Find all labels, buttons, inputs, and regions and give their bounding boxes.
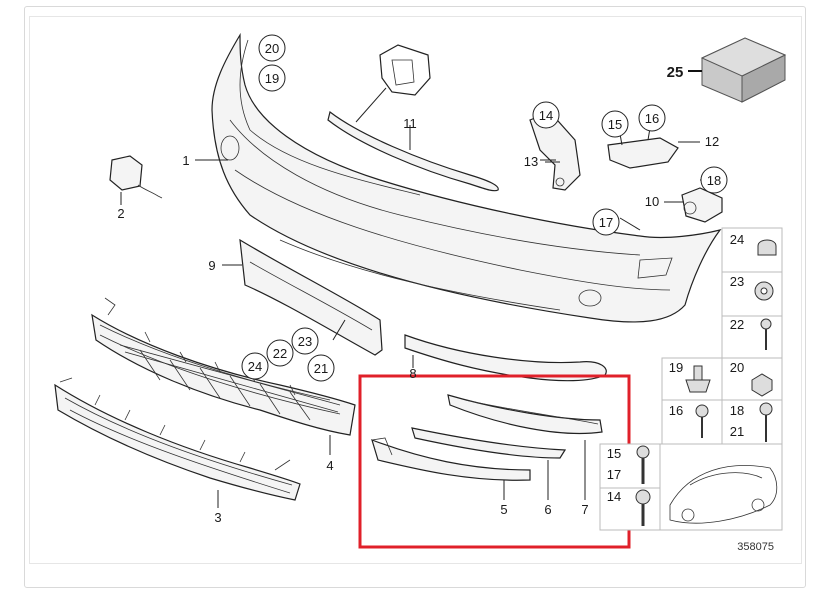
callout-12: 12 (705, 134, 719, 149)
svg-text:19: 19 (265, 71, 279, 86)
tow-hook-cover (109, 155, 163, 205)
grid-label-23: 23 (730, 274, 744, 289)
center-grille (91, 297, 356, 455)
callout-10: 10 (645, 194, 659, 209)
callout-18: 18 (700, 166, 728, 194)
svg-text:14: 14 (539, 108, 553, 123)
callout-24: 24 (241, 352, 269, 380)
callout-5: 5 (500, 502, 507, 517)
svg-text:22: 22 (273, 346, 287, 361)
callout-23: 23 (291, 327, 319, 355)
lower-trim-strip-8 (404, 334, 607, 382)
svg-text:20: 20 (265, 41, 279, 56)
grid-label-15: 15 (607, 446, 621, 461)
grid-label-16: 16 (669, 403, 683, 418)
svg-text:21: 21 (314, 361, 328, 376)
callout-1: 1 (182, 153, 189, 168)
license-plate-base (222, 238, 383, 356)
callout-2: 2 (117, 206, 124, 221)
sensor-10 (664, 187, 723, 223)
callout-6: 6 (544, 502, 551, 517)
callout-20: 20 (258, 34, 286, 62)
highlighted-strips (371, 394, 603, 481)
grid-label-19: 19 (669, 360, 683, 375)
grid-label-22: 22 (730, 317, 744, 332)
callout-11: 11 (403, 116, 417, 131)
svg-text:15: 15 (608, 117, 622, 132)
callout-25: 25 (667, 64, 684, 81)
fastener-grid (599, 227, 783, 531)
svg-text:24: 24 (248, 359, 262, 374)
callout-9: 9 (208, 258, 215, 273)
bracket-12 (607, 127, 700, 169)
upper-trim-strip (327, 44, 499, 192)
callout-17: 17 (592, 208, 620, 236)
svg-text:23: 23 (298, 334, 312, 349)
callout-7: 7 (581, 502, 588, 517)
svg-text:17: 17 (599, 215, 613, 230)
callout-15: 15 (601, 110, 629, 138)
callout-3: 3 (214, 510, 221, 525)
callout-21: 21 (307, 354, 335, 382)
callout-14: 14 (532, 101, 560, 129)
diagram-panel (29, 16, 802, 564)
callout-19: 19 (258, 64, 286, 92)
grid-label-20: 20 (730, 360, 744, 375)
callout-16: 16 (638, 104, 666, 132)
callout-4: 4 (326, 458, 333, 473)
callout-22: 22 (266, 339, 294, 367)
bumper-cover (211, 32, 722, 323)
svg-text:16: 16 (645, 111, 659, 126)
diagram-reference-number: 358075 (737, 541, 774, 553)
grid-label-14: 14 (607, 489, 621, 504)
grid-label-18: 18 (730, 403, 744, 418)
callout-13: 13 (524, 154, 538, 169)
leader-lines (195, 159, 720, 500)
grid-label-21: 21 (730, 424, 744, 439)
callout-8: 8 (409, 366, 416, 381)
grid-label-17: 17 (607, 467, 621, 482)
foam-block-25 (688, 37, 787, 103)
lower-grille (54, 377, 301, 508)
svg-text:18: 18 (707, 173, 721, 188)
grid-label-24: 24 (730, 232, 744, 247)
